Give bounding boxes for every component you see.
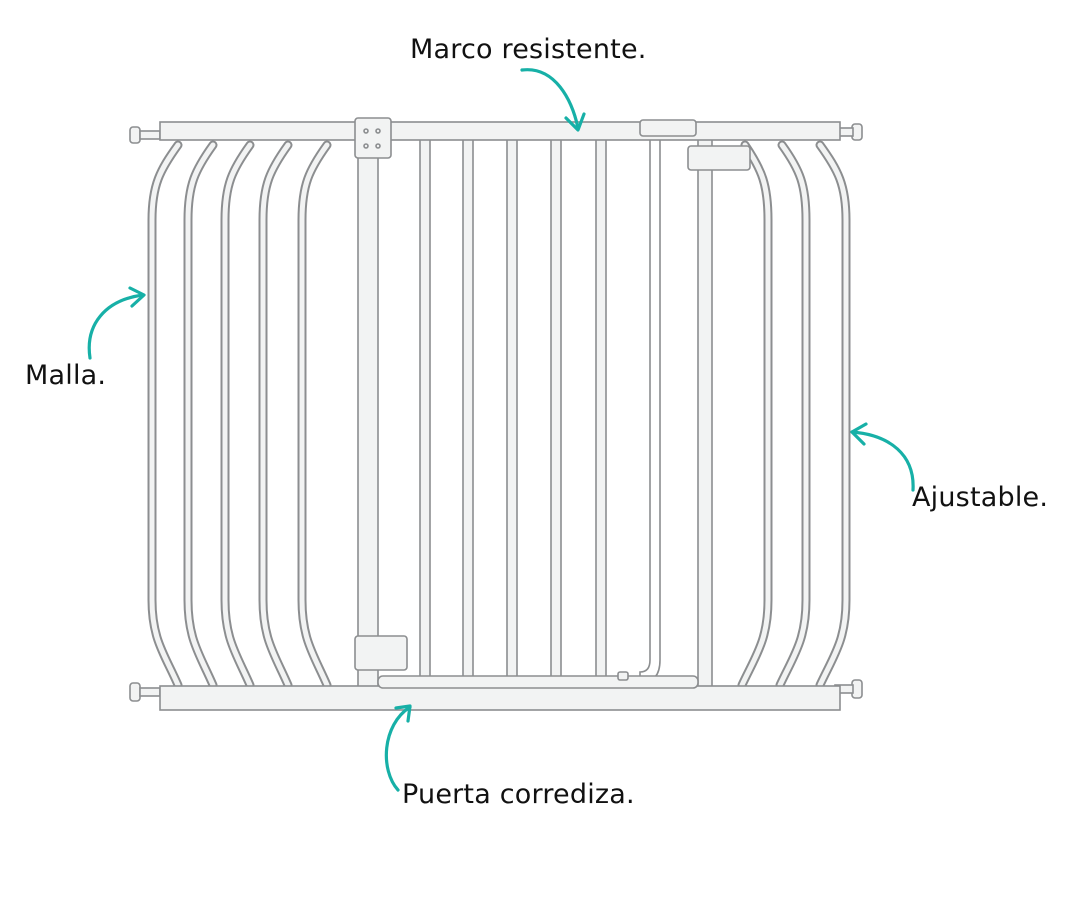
pressure-knob-top-left <box>129 126 161 144</box>
door-bars <box>419 132 661 684</box>
latch-top <box>354 117 392 159</box>
door-post-right <box>697 127 713 689</box>
top-rail <box>159 121 841 141</box>
pressure-knob-bottom-right <box>834 679 863 699</box>
hinge-top-right <box>687 145 751 171</box>
door-post-left <box>357 127 379 689</box>
label-sliding-door: Puerta corrediza. <box>402 779 635 810</box>
pressure-knob-bottom-left <box>129 682 161 702</box>
label-frame: Marco resistente. <box>410 34 647 65</box>
hinge-bottom-left <box>354 635 408 671</box>
label-adjustable: Ajustable. <box>912 482 1049 513</box>
mesh-bars-inner <box>149 142 849 688</box>
label-mesh: Malla. <box>25 360 107 391</box>
mesh-bars-left <box>147 140 851 690</box>
arrow-adjustable-icon <box>850 422 915 492</box>
arrow-frame-icon <box>520 68 586 132</box>
arrows <box>87 68 915 792</box>
arrow-door-icon <box>384 704 412 792</box>
arrow-mesh-icon <box>87 286 146 360</box>
pressure-knob-top-right <box>834 123 863 141</box>
bottom-rail <box>159 685 841 711</box>
